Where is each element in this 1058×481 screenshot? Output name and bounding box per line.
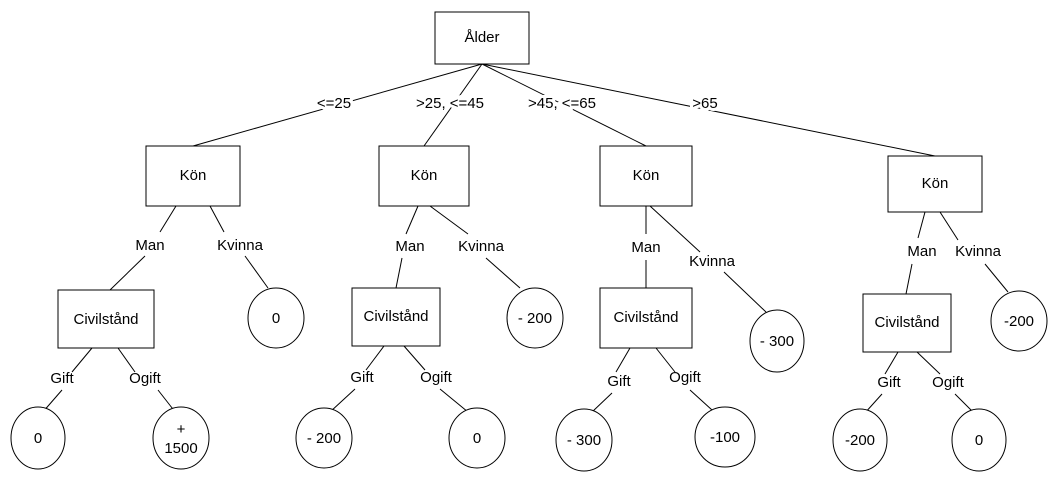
kvinna-label-1: Kvinna [458,238,505,255]
civil-node-3 [862,293,952,353]
gift-leaf-2 [555,408,613,472]
ogift-label-0: Ogift [129,370,162,387]
ogift-label-3: Ogift [932,374,965,391]
ogift-value-0-line-1: 1500 [164,440,197,457]
ogift-value-2: -100 [710,429,740,446]
ogift-leaf-1 [448,407,506,469]
kvinna-label-2: Kvinna [689,253,736,270]
gift-value-2: - 300 [567,432,601,449]
gift-leaf-0 [10,406,66,470]
ogift-label-1: Ogift [420,369,453,386]
civil-node-0 [57,289,155,349]
ogift-leaf-2 [694,406,756,468]
gift-leaf-3 [832,408,888,472]
civil-label-2: Civilstånd [613,309,678,326]
kon-label-1: Kön [411,167,438,184]
root-label: Ålder [464,29,499,46]
kon-node-0 [145,145,241,207]
kvinna-leaf-1 [506,287,564,349]
kvinna-value-2: - 300 [760,333,794,350]
branch-1: Kön Man Kvinna Civilstånd - 200 Gift Ogi… [295,145,564,469]
civil-label-3: Civilstånd [874,314,939,331]
kvinna-label-3: Kvinna [955,243,1002,260]
kon-label-0: Kön [180,167,207,184]
gift-label-0: Gift [50,370,74,387]
gift-value-3: -200 [845,432,875,449]
ogift-leaf-0 [152,406,210,470]
kon-node-1 [378,145,470,207]
kvinna-value-0: 0 [272,310,280,327]
man-label-3: Man [907,243,936,260]
gift-label-3: Gift [877,374,901,391]
gift-label-2: Gift [607,373,631,390]
ogift-value-0-line-0: + [177,421,186,438]
edge-root-b0 [192,63,483,147]
kvinna-label-0: Kvinna [217,237,264,254]
kvinna-leaf-0 [247,287,305,349]
edge-root-b3 [481,63,936,157]
gift-label-1: Gift [350,369,374,386]
gift-leaf-1 [295,407,353,469]
kvinna-leaf-3 [990,290,1048,352]
civil-label-0: Civilstånd [73,311,138,328]
kvinna-value-1: - 200 [518,310,552,327]
edge-label-b1: >25, <=45 [416,95,484,112]
edge-root-b2 [481,63,647,147]
gift-value-0: 0 [34,430,42,447]
kon-label-3: Kön [922,175,949,192]
man-label-1: Man [395,238,424,255]
man-label-2: Man [631,239,660,256]
branch-3: Kön Man Kvinna Civilstånd -200 Gift Ogif… [832,155,1048,472]
edge-label-b0: <=25 [317,95,351,112]
ogift-value-3: 0 [975,432,983,449]
gift-value-1: - 200 [307,430,341,447]
edge-label-b2: >45, <=65 [528,95,596,112]
man-label-0: Man [135,237,164,254]
civil-label-1: Civilstånd [363,308,428,325]
kvinna-value-3: -200 [1004,313,1034,330]
edge-root-b1 [423,63,483,147]
branch-2: Kön Man Kvinna Civilstånd - 300 Gift Ogi… [555,145,805,472]
kon-label-2: Kön [633,167,660,184]
civil-node-2 [599,287,693,349]
ogift-leaf-3 [951,408,1007,472]
edge-label-b3: >65 [692,95,717,112]
kon-node-3 [887,155,983,213]
ogift-value-1: 0 [473,430,481,447]
ogift-label-2: Ogift [669,369,702,386]
branch-0: Kön Man Kvinna Civilstånd 0 Gift Ogift 0… [10,145,305,470]
civil-node-1 [351,287,441,347]
kvinna-leaf-2 [749,309,805,373]
root-node: Ålder [434,11,530,65]
